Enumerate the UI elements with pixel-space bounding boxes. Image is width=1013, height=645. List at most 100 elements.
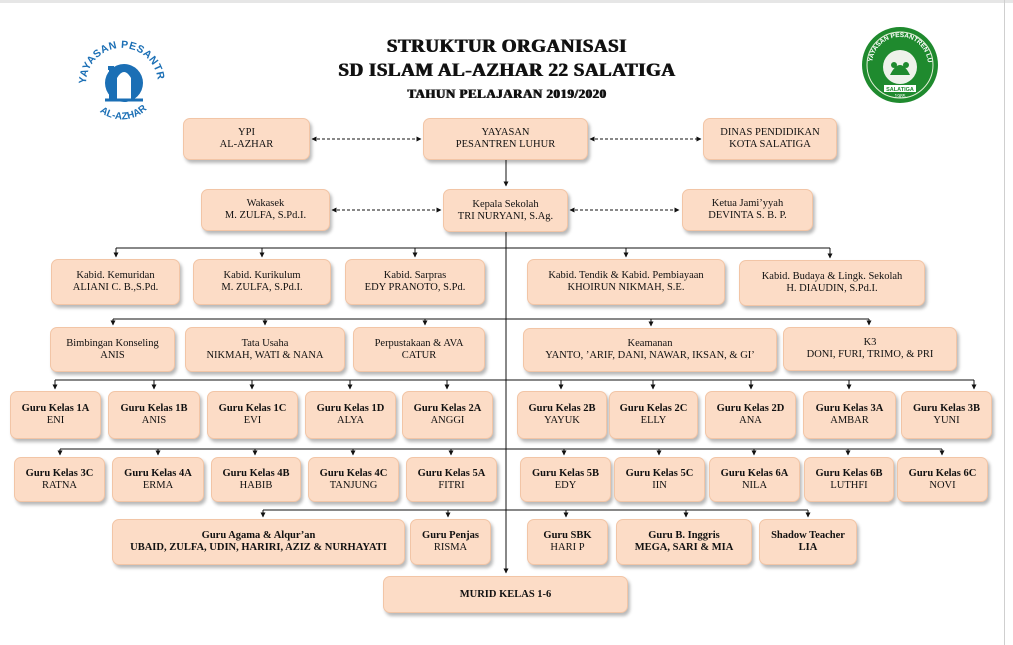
guru-sbk-role: Guru SBK — [543, 530, 592, 541]
ypi-name: AL-AZHAR — [219, 139, 274, 150]
guru-3c-box: Guru Kelas 3C RATNA — [14, 457, 105, 502]
guru-6c-role: Guru Kelas 6C — [908, 467, 977, 479]
guru-5b-box: Guru Kelas 5B EDY — [520, 457, 611, 502]
guru-6b-box: Guru Kelas 6B LUTHFI — [804, 457, 894, 502]
wakasek-box: Wakasek M. ZULFA, S.Pd.I. — [201, 189, 330, 231]
perpus-name: CATUR — [401, 349, 437, 361]
guru-4c-box: Guru Kelas 4C TANJUNG — [308, 457, 399, 502]
tendik-role: Kabid. Tendik & Kabid. Pembiayaan — [548, 270, 704, 281]
tu-name: NIKMAH, WATI & NANA — [206, 349, 324, 361]
svg-text:1985: 1985 — [894, 94, 905, 100]
murid-label: MURID KELAS 1-6 — [459, 588, 552, 600]
guru-5c-box: Guru Kelas 5C IIN — [614, 457, 705, 502]
guru-6c-name: NOVI — [929, 479, 956, 491]
guru-agama-name: UBAID, ZULFA, UDIN, HARIRI, AZIZ & NURHA… — [130, 542, 387, 553]
guru-1b-name: ANIS — [141, 415, 167, 426]
guru-1b-box: Guru Kelas 1B ANIS — [108, 391, 200, 439]
perpus-role: Perpustakaan & AVA — [374, 337, 464, 349]
guru-6b-role: Guru Kelas 6B — [815, 467, 883, 479]
guru-4b-role: Guru Kelas 4B — [222, 467, 290, 479]
guru-6a-box: Guru Kelas 6A NILA — [709, 457, 800, 502]
guru-6b-name: LUTHFI — [830, 479, 868, 491]
guru-agama-role: Guru Agama & Alqur’an — [201, 530, 316, 541]
pesantren-luhur-logo-icon: YAYASAN PESANTREN LUHUR SALATIGA 1985 — [860, 25, 938, 103]
budaya-name: H. DIAUDIN, S.Pd.I. — [786, 283, 878, 294]
al-azhar-logo-icon: YAYASAN PESANTREN ISLAM AL-AZHAR — [72, 28, 166, 123]
murid-box: MURID KELAS 1-6 — [383, 576, 628, 613]
guru-sbk-box: Guru SBK HARI P — [527, 519, 608, 565]
guru-1a-role: Guru Kelas 1A — [21, 403, 90, 414]
guru-5b-role: Guru Kelas 5B — [531, 467, 600, 479]
kurikulum-name: M. ZULFA, S.Pd.I. — [221, 282, 303, 293]
guru-2b-name: YAYUK — [544, 415, 580, 426]
ypi-role: YPI — [238, 127, 255, 138]
guru-2b-box: Guru Kelas 2B YAYUK — [517, 391, 607, 439]
guru-4a-name: ERMA — [142, 479, 174, 491]
jamiyyah-box: Ketua Jami’yyah DEVINTA S. B. P. — [682, 189, 813, 231]
kepsek-role: Kepala Sekolah — [472, 198, 539, 210]
guru-2a-role: Guru Kelas 2A — [413, 403, 482, 414]
guru-4a-box: Guru Kelas 4A ERMA — [112, 457, 204, 502]
budaya-box: Kabid. Budaya & Lingk. Sekolah H. DIAUDI… — [739, 260, 925, 306]
wakasek-name: M. ZULFA, S.Pd.I. — [224, 210, 307, 221]
page-edge-line — [1004, 0, 1005, 645]
yayasan-name: PESANTREN LUHUR — [455, 139, 556, 150]
guru-4b-name: HABIB — [239, 479, 273, 491]
jamiyyah-name: DEVINTA S. B. P. — [708, 210, 787, 221]
guru-6a-name: NILA — [741, 479, 768, 491]
guru-inggris-box: Guru B. Inggris MEGA, SARI & MIA — [616, 519, 752, 565]
kemuridan-box: Kabid. Kemuridan ALIANI C. B.,S.Pd. — [51, 259, 180, 305]
k3-name: DONI, FURI, TRIMO, & PRI — [806, 349, 934, 360]
guru-2a-box: Guru Kelas 2A ANGGI — [402, 391, 493, 439]
guru-1b-role: Guru Kelas 1B — [120, 403, 188, 414]
guru-5b-name: EDY — [554, 479, 577, 491]
guru-3b-name: YUNI — [933, 415, 960, 426]
k3-box: K3 DONI, FURI, TRIMO, & PRI — [783, 327, 957, 371]
guru-1c-name: EVI — [243, 415, 262, 426]
yayasan-box: YAYASAN PESANTREN LUHUR — [423, 118, 588, 160]
guru-5a-name: FITRI — [438, 479, 465, 491]
guru-3c-name: RATNA — [41, 479, 77, 491]
yayasan-role: YAYASAN — [481, 127, 530, 138]
ypi-box: YPI AL-AZHAR — [183, 118, 310, 160]
kepsek-name: TRI NURYANI, S.Ag. — [457, 210, 554, 222]
guru-3c-role: Guru Kelas 3C — [25, 467, 94, 479]
guru-3b-box: Guru Kelas 3B YUNI — [901, 391, 992, 439]
sarpras-name: EDY PRANOTO, S.Pd. — [364, 282, 466, 293]
guru-1a-box: Guru Kelas 1A ENI — [10, 391, 101, 439]
guru-2d-name: ANA — [739, 415, 762, 426]
shadow-teacher-role: Shadow Teacher — [771, 530, 845, 541]
guru-4b-box: Guru Kelas 4B HABIB — [211, 457, 301, 502]
guru-4c-role: Guru Kelas 4C — [319, 467, 388, 479]
dinas-box: DINAS PENDIDIKAN KOTA SALATIGA — [703, 118, 837, 160]
bk-role: Bimbingan Konseling — [66, 337, 159, 349]
guru-2a-name: ANGGI — [430, 415, 465, 426]
guru-5a-role: Guru Kelas 5A — [417, 467, 486, 479]
guru-1a-name: ENI — [46, 415, 65, 426]
k3-role: K3 — [863, 337, 877, 348]
guru-4c-name: TANJUNG — [329, 479, 378, 491]
sarpras-role: Kabid. Sarpras — [383, 270, 447, 281]
guru-1c-role: Guru Kelas 1C — [218, 403, 287, 414]
keamanan-role: Keamanan — [627, 338, 673, 349]
guru-2c-box: Guru Kelas 2C ELLY — [609, 391, 698, 439]
tendik-box: Kabid. Tendik & Kabid. Pembiayaan KHOIRU… — [527, 259, 725, 305]
shadow-teacher-name: LIA — [798, 542, 818, 553]
guru-6c-box: Guru Kelas 6C NOVI — [897, 457, 988, 502]
guru-3a-box: Guru Kelas 3A AMBAR — [803, 391, 896, 439]
guru-3a-role: Guru Kelas 3A — [815, 403, 884, 414]
guru-5c-role: Guru Kelas 5C — [625, 467, 694, 479]
guru-agama-box: Guru Agama & Alqur’an UBAID, ZULFA, UDIN… — [112, 519, 405, 565]
shadow-teacher-box: Shadow Teacher LIA — [759, 519, 857, 565]
bk-name: ANIS — [100, 349, 125, 361]
guru-1d-box: Guru Kelas 1D ALYA — [305, 391, 396, 439]
chart-title: STRUKTUR ORGANISASI — [386, 36, 627, 57]
jamiyyah-role: Ketua Jami’yyah — [711, 198, 784, 209]
tu-role: Tata Usaha — [241, 337, 289, 349]
wakasek-role: Wakasek — [246, 198, 285, 209]
guru-5c-name: IIN — [652, 479, 667, 491]
academic-year: TAHUN PELAJARAN 2019/2020 — [406, 86, 607, 101]
guru-6a-role: Guru Kelas 6A — [720, 467, 789, 479]
top-border — [0, 0, 1013, 3]
